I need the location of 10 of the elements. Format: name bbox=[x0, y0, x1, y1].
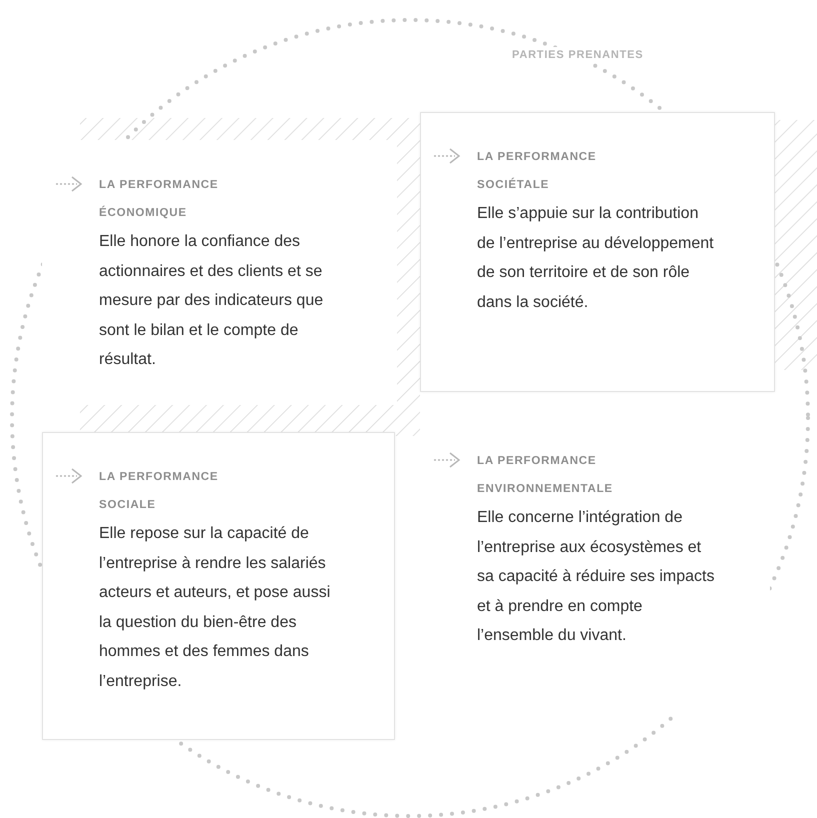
card-heading: LA PERFORMANCE ENVIRONNEMENTALE bbox=[477, 454, 614, 497]
card-heading: LA PERFORMANCE SOCIÉTALE bbox=[477, 150, 598, 193]
card-description: Elle honore la confiance des actionnaires et des clients et se mesure par des indicateurs que sont le bilan et le compte de résultat. bbox=[99, 232, 324, 370]
card-heading: LA PERFORMANCE ÉCONOMIQUE bbox=[99, 178, 220, 221]
card-heading: LA PERFORMANCE SOCIALE bbox=[99, 470, 220, 513]
text-card bbox=[420, 112, 775, 392]
card-description: Elle concerne l’intégration de l’entreprise aux écosystèmes et sa capacité à réduire ses impacts et à prendre en compte l’ensemble du vivant. bbox=[477, 508, 716, 646]
card-description: Elle s’appuie sur la contribution de l’entreprise au développement de son territoire et de son rôle dans la société. bbox=[477, 204, 715, 312]
text-card bbox=[42, 432, 395, 740]
card-description: Elle repose sur la capacité de l’entreprise à rendre les salariés acteurs et auteurs, et pose aussi la question du bien-être des hommes et des femmes dans l’entreprise. bbox=[99, 524, 332, 692]
